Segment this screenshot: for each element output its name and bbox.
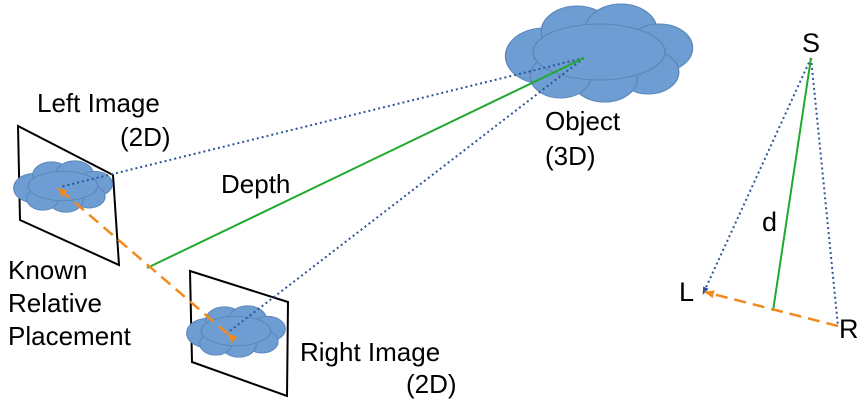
right-image-dim-label: (2D)	[406, 369, 457, 399]
triangle-distance-line	[772, 57, 812, 312]
triangle-distance-label: d	[762, 207, 777, 237]
triangle-left-label: L	[679, 277, 694, 307]
triangle-source-label: S	[802, 28, 820, 58]
object-cloud	[504, 2, 694, 104]
right-image-label: Right Image	[300, 337, 440, 367]
placement-label: Placement	[8, 321, 132, 351]
triangle-right-ray	[810, 57, 839, 327]
depth-label: Depth	[221, 169, 290, 199]
relative-label: Relative	[8, 288, 102, 318]
triangle-baseline	[704, 290, 839, 328]
object-dim-label: (3D)	[545, 141, 596, 171]
object-label: Object	[545, 106, 621, 136]
right-projection-ray	[225, 57, 585, 335]
left-image-dim-label: (2D)	[120, 122, 171, 152]
left-image-label: Left Image	[37, 88, 160, 118]
triangle-left-ray	[702, 57, 812, 295]
triangle-right-label: R	[839, 314, 857, 344]
depth-line	[146, 57, 585, 269]
known-label: Known	[8, 255, 88, 285]
